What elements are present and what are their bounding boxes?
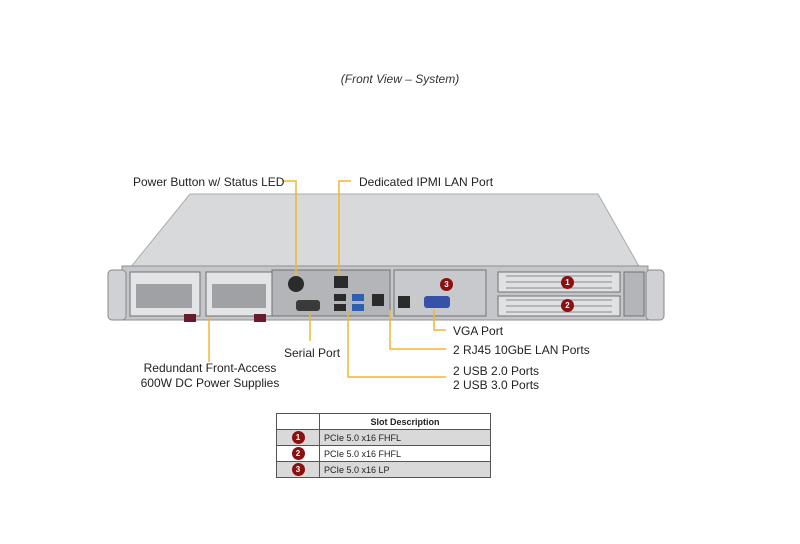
label-rj45-ports: 2 RJ45 10GbE LAN Ports (453, 343, 590, 357)
ipmi-lan-jack (334, 276, 348, 288)
label-psu-line1: Redundant Front-Access (143, 361, 277, 375)
vent-pattern (506, 275, 612, 313)
psu-1-grille (136, 284, 192, 308)
slot-badge-3: 3 (291, 463, 305, 476)
table-row: 3 PCIe 5.0 x16 LP (276, 461, 491, 478)
power-button (288, 276, 304, 292)
table-header-row: Slot Description (276, 413, 491, 430)
leader-vga (433, 310, 446, 331)
slot-badge-1: 1 (291, 431, 305, 444)
serial-connector (296, 300, 320, 311)
leader-power-button (282, 180, 297, 276)
leader-usb (347, 312, 446, 378)
usb2-port-a (334, 294, 346, 301)
label-ipmi-port: Dedicated IPMI LAN Port (359, 175, 494, 189)
rj45-jack-a (372, 294, 384, 306)
slot-marker-1: 1 (561, 276, 574, 289)
label-usb3-ports: 2 USB 3.0 Ports (453, 378, 540, 392)
figure-caption: (Front View – System) (340, 72, 460, 86)
right-latch (623, 271, 645, 317)
table-row: 1 PCIe 5.0 x16 FHFL (276, 429, 491, 446)
usb2-port-b (334, 304, 346, 311)
slot-3-description: PCIe 5.0 x16 LP (319, 461, 491, 478)
table-row: 2 PCIe 5.0 x16 FHFL (276, 445, 491, 462)
psu-1-handle (184, 314, 196, 322)
rj45-jack-b (398, 296, 410, 308)
leader-rj45 (389, 310, 446, 350)
label-usb2-ports: 2 USB 2.0 Ports (453, 364, 540, 378)
slot-marker-3: 3 (440, 278, 453, 291)
io-panel (271, 269, 391, 317)
rack-ear-right (645, 269, 665, 321)
slot-2-description: PCIe 5.0 x16 FHFL (319, 445, 491, 462)
label-serial-port: Serial Port (284, 346, 341, 360)
usb3-port-b (352, 304, 364, 311)
vga-connector (424, 296, 450, 308)
slot-1-description: PCIe 5.0 x16 FHFL (319, 429, 491, 446)
chassis-top (128, 193, 641, 269)
table-header-slot-description: Slot Description (319, 413, 491, 430)
slot-marker-2: 2 (561, 299, 574, 312)
slot-badge-2: 2 (291, 447, 305, 460)
rack-ear-left (107, 269, 127, 321)
leader-lines (208, 180, 446, 378)
leader-ipmi (338, 180, 351, 276)
label-power-button: Power Button w/ Status LED (133, 175, 285, 189)
psu-2-handle (254, 314, 266, 322)
slot-description-table: Slot Description 1 PCIe 5.0 x16 FHFL 2 P… (276, 413, 491, 478)
psu-2-grille (212, 284, 266, 308)
usb3-port-a (352, 294, 364, 301)
label-vga-port: VGA Port (453, 324, 504, 338)
table-header-blank (276, 413, 320, 430)
lp-slot-panel (393, 269, 487, 317)
label-psu-line2: 600W DC Power Supplies (140, 376, 280, 390)
